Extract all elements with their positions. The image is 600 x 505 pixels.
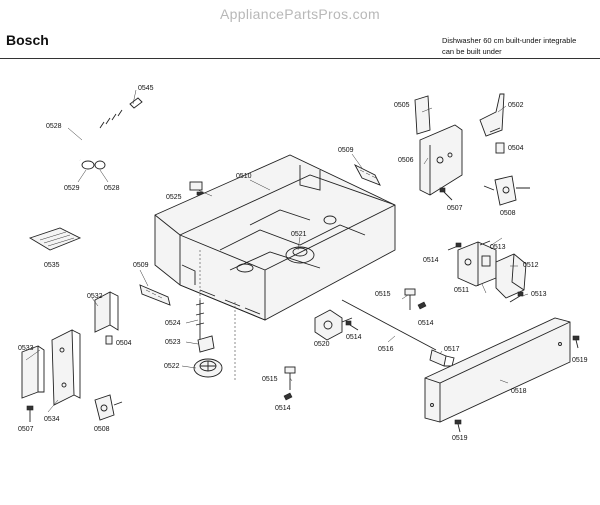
callout-0515-lower: 0515 <box>262 376 278 383</box>
callout-0521: 0521 <box>291 231 307 238</box>
callout-0528-upper: 0528 <box>46 123 62 130</box>
callout-0514-upper-right: 0514 <box>423 257 439 264</box>
callout-0512: 0512 <box>523 262 539 269</box>
callout-0522: 0522 <box>164 363 180 370</box>
screw-0519-right-part[interactable] <box>572 335 580 349</box>
screw-0515-lower-part[interactable] <box>284 366 296 390</box>
callout-0515-right: 0515 <box>375 291 391 298</box>
callout-0504-right: 0504 <box>508 145 524 152</box>
callout-0513-lower: 0513 <box>531 291 547 298</box>
rod-0516-part[interactable] <box>341 299 437 351</box>
screw-0513-lower-part[interactable] <box>509 291 524 303</box>
callout-0517: 0517 <box>444 346 460 353</box>
callout-0514-lower: 0514 <box>275 405 291 412</box>
callout-0528-lower: 0528 <box>104 185 120 192</box>
side-panel-0534-part[interactable] <box>51 329 81 406</box>
callout-0529: 0529 <box>64 185 80 192</box>
screw-0515-right-part[interactable] <box>404 288 416 310</box>
callout-0509-upper: 0509 <box>338 147 354 154</box>
sensor-0523-part[interactable] <box>197 335 215 353</box>
callout-0524: 0524 <box>165 320 181 327</box>
drain-hose-part[interactable] <box>72 97 143 162</box>
side-rail-upper-part[interactable] <box>353 163 381 186</box>
callout-0516: 0516 <box>378 346 394 353</box>
callout-0520: 0520 <box>314 341 330 348</box>
mount-plate-0506-part[interactable] <box>419 124 463 196</box>
callout-0525: 0525 <box>166 194 182 201</box>
model-description: Dishwasher 60 cm built-under integrable … <box>442 35 576 57</box>
callout-0509-lower: 0509 <box>133 262 149 269</box>
side-panel-0533-part[interactable] <box>21 345 45 399</box>
hinge-0508-left-part[interactable] <box>94 394 123 421</box>
screw-0513-upper-part[interactable] <box>479 240 491 246</box>
callout-0514-center: 0514 <box>346 334 362 341</box>
callout-0519-lower: 0519 <box>452 435 468 442</box>
callout-0511: 0511 <box>454 287 469 294</box>
callout-0510: 0510 <box>236 173 252 180</box>
screw-0514-upper-right-part[interactable] <box>447 242 462 251</box>
callout-0506: 0506 <box>398 157 414 164</box>
screw-0507-right-part[interactable] <box>439 187 453 201</box>
callout-0545: 0545 <box>138 85 154 92</box>
screw-0514-center-part[interactable] <box>345 320 359 331</box>
heater-rod-0524-part[interactable] <box>195 300 205 340</box>
toe-kick-panel-0518-part[interactable] <box>424 317 571 423</box>
side-rail-lower-part[interactable] <box>139 284 171 306</box>
callout-0505: 0505 <box>394 102 410 109</box>
nut-0514-right-part[interactable] <box>417 301 427 310</box>
callout-0508-right: 0508 <box>500 210 516 217</box>
leader-lines <box>25 89 529 413</box>
hose-clamp-part[interactable] <box>81 160 106 170</box>
callout-0532: 0532 <box>87 293 103 300</box>
brand-title: Bosch <box>6 32 49 48</box>
callout-0513-upper: 0513 <box>490 244 506 251</box>
callout-0502: 0502 <box>508 102 524 109</box>
callout-0523: 0523 <box>165 339 181 346</box>
callout-labels: 0545 0528 0529 0528 0535 0525 0510 0509 … <box>18 85 588 442</box>
callout-0504-left: 0504 <box>116 340 132 347</box>
nut-0514-lower-part[interactable] <box>283 392 293 401</box>
bracket-0505-part[interactable] <box>414 95 431 135</box>
valve-0520-part[interactable] <box>314 309 353 341</box>
clip-0504-right-part[interactable] <box>495 142 505 154</box>
callout-0534: 0534 <box>44 416 60 423</box>
callout-0514-right: 0514 <box>418 320 434 327</box>
base-tub-part[interactable] <box>154 154 396 321</box>
cover-0512-part[interactable] <box>495 253 527 299</box>
callout-0507-left: 0507 <box>18 426 34 433</box>
clip-0504-left-part[interactable] <box>105 335 113 345</box>
screw-0519-lower-part[interactable] <box>454 419 462 433</box>
bracket-0532-part[interactable] <box>94 291 119 333</box>
callout-0535: 0535 <box>44 262 60 269</box>
callout-0507-right: 0507 <box>447 205 463 212</box>
filter-plate-part[interactable] <box>28 227 82 251</box>
description-line-1: Dishwasher 60 cm built-under integrable <box>442 36 577 45</box>
header-divider <box>0 58 600 59</box>
watermark-text: AppliancePartsPros.com <box>220 6 380 22</box>
bracket-0502-part[interactable] <box>479 93 505 137</box>
callout-0508-left: 0508 <box>94 426 110 433</box>
pump-wheel-0522-part[interactable] <box>193 358 223 378</box>
callout-0519-right: 0519 <box>572 357 588 364</box>
callout-0533: 0533 <box>18 345 34 352</box>
hinge-0508-right-part[interactable] <box>483 175 530 206</box>
description-line-2: can be built under <box>442 47 502 56</box>
callout-0518: 0518 <box>511 388 527 395</box>
screw-0507-left-part[interactable] <box>26 405 34 422</box>
connector-0517-part[interactable] <box>429 349 455 367</box>
